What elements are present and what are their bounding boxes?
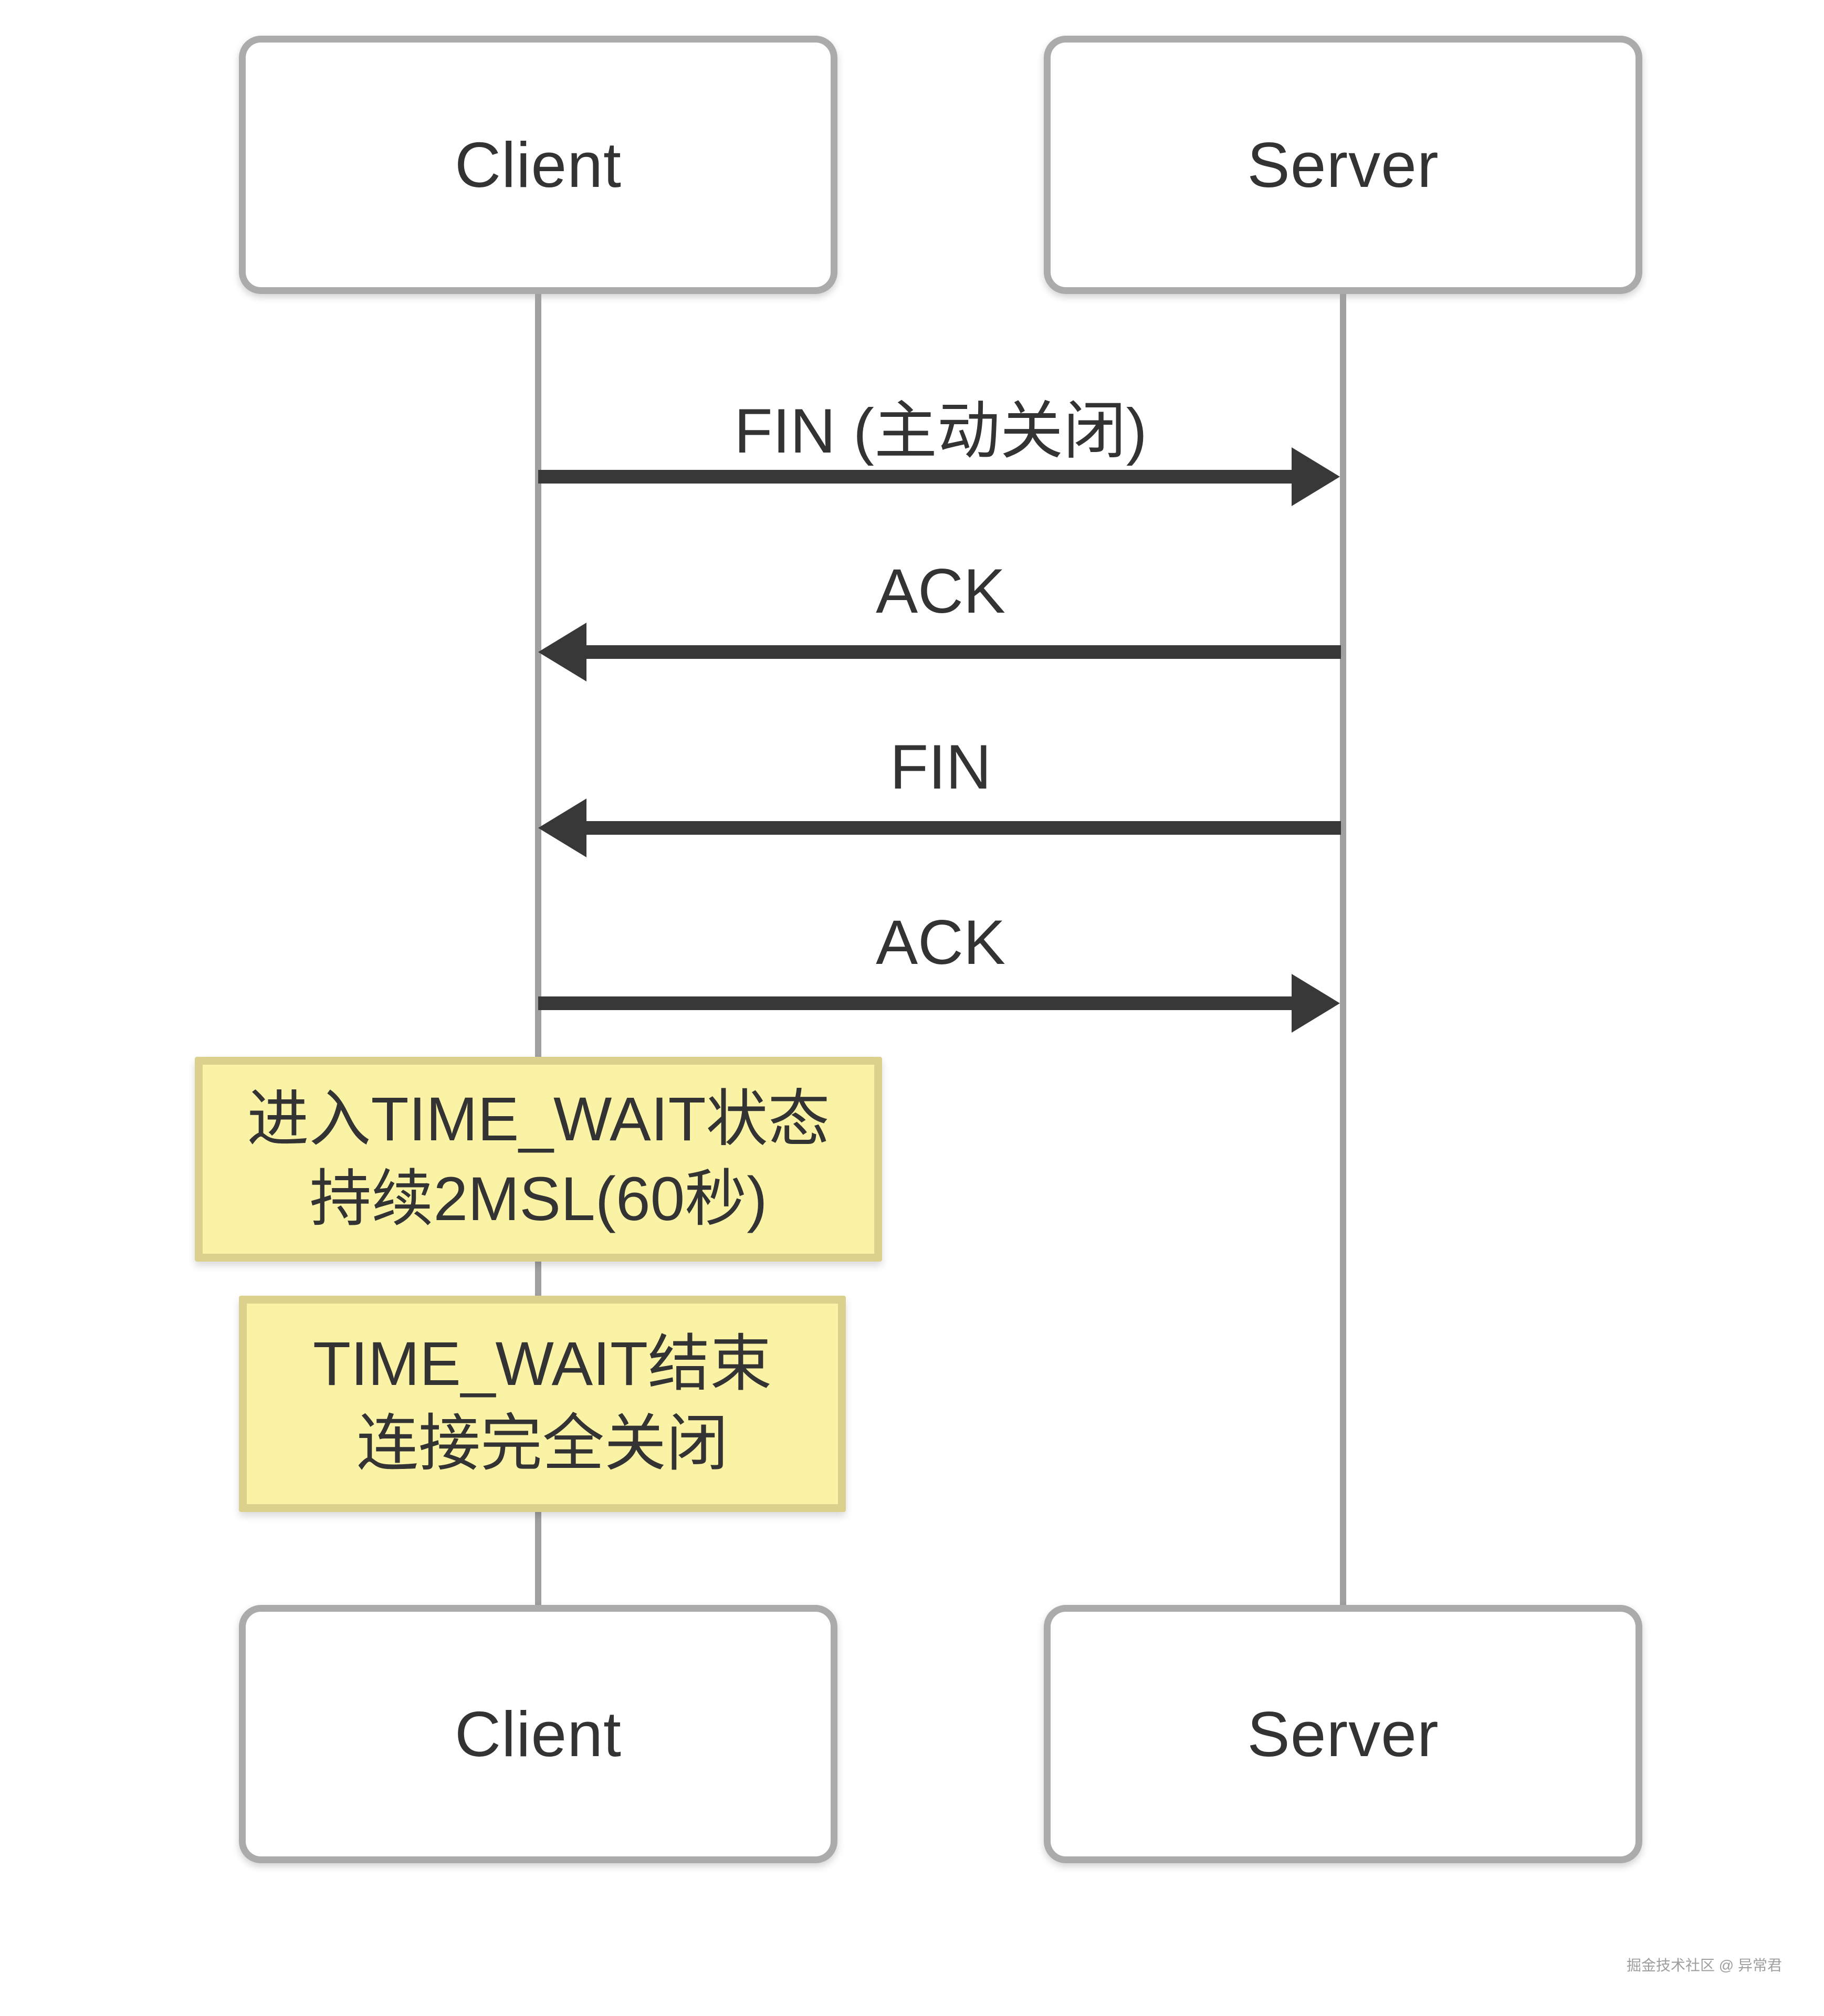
- message-label-fin-active-close: FIN (主动关闭): [734, 396, 1147, 466]
- arrowhead-left-icon: [538, 623, 586, 681]
- actor-label-client-top: Client: [455, 129, 622, 201]
- lifeline-server: [1340, 294, 1346, 1605]
- actor-box-server-bottom: Server: [1044, 1605, 1642, 1863]
- actor-box-server-top: Server: [1044, 36, 1642, 294]
- actor-label-client-bottom: Client: [455, 1698, 622, 1770]
- message-label-ack-2: ACK: [876, 907, 1005, 978]
- note-enter-time-wait: 进入TIME_WAIT状态 持续2MSL(60秒): [195, 1057, 882, 1262]
- message-label-fin-server: FIN: [889, 732, 992, 802]
- arrowhead-right-icon: [1292, 447, 1340, 506]
- message-arrow-line-3: [586, 821, 1341, 835]
- actor-label-server-bottom: Server: [1247, 1698, 1439, 1770]
- message-arrow-line-4: [538, 996, 1293, 1010]
- arrowhead-right-icon: [1292, 974, 1340, 1033]
- actor-label-server-top: Server: [1247, 129, 1439, 201]
- message-label-ack-1: ACK: [876, 556, 1005, 626]
- note-time-wait-end: TIME_WAIT结束 连接完全关闭: [239, 1296, 846, 1512]
- message-arrow-line-1: [538, 470, 1293, 484]
- message-arrow-line-2: [586, 645, 1341, 659]
- watermark-text: 掘金技术社区 @ 异常君: [1627, 1957, 1782, 1973]
- note-line: TIME_WAIT结束: [312, 1329, 772, 1399]
- actor-box-client-top: Client: [239, 36, 837, 294]
- note-line: 持续2MSL(60秒): [309, 1164, 768, 1234]
- actor-box-client-bottom: Client: [239, 1605, 837, 1863]
- note-line: 连接完全关闭: [356, 1409, 728, 1478]
- arrowhead-left-icon: [538, 799, 586, 857]
- note-line: 进入TIME_WAIT状态: [247, 1085, 830, 1154]
- lifeline-client: [535, 294, 541, 1605]
